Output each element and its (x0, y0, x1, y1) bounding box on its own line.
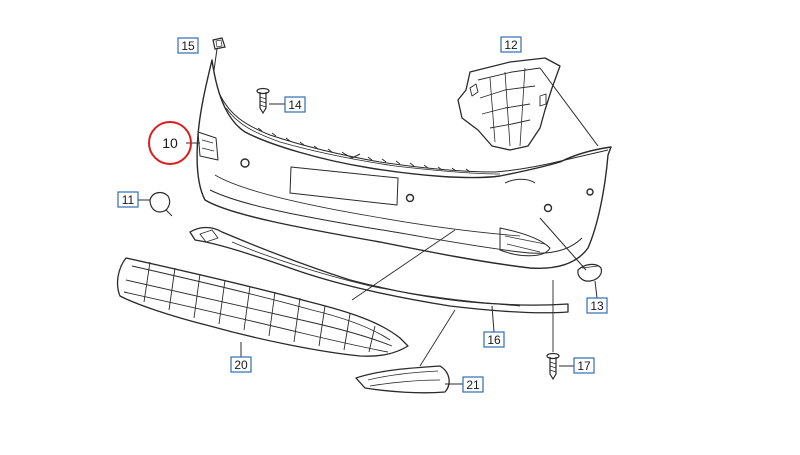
screw-14 (256, 87, 285, 115)
label-13: 13 (590, 299, 604, 313)
label-10: 10 (162, 135, 178, 151)
retainer-15 (212, 37, 226, 71)
fog-trim-21 (355, 309, 463, 394)
label-box-21: 21 (462, 376, 484, 393)
bumper-cover (186, 59, 612, 270)
label-box-14: 14 (284, 96, 306, 113)
label-21: 21 (466, 378, 480, 392)
label-box-16: 16 (483, 331, 505, 348)
label-box-17: 17 (573, 357, 595, 374)
label-14: 14 (288, 98, 302, 112)
label-box-20: 20 (230, 356, 252, 373)
label-box-11: 11 (117, 191, 139, 208)
highlight-circle (148, 121, 192, 165)
tow-cap-11 (135, 191, 173, 217)
label-box-13: 13 (586, 297, 608, 314)
washer-cap-13 (539, 217, 603, 299)
label-20: 20 (234, 358, 248, 372)
label-11: 11 (122, 193, 135, 207)
lower-grille-20 (116, 257, 409, 357)
spoiler-16 (189, 226, 569, 333)
label-16: 16 (487, 333, 501, 347)
label-17: 17 (577, 359, 591, 373)
label-box-15: 15 (177, 37, 199, 54)
label-12: 12 (504, 38, 518, 52)
bumper-bracket-12 (457, 57, 599, 151)
label-15: 15 (181, 39, 195, 53)
label-box-10: 10 (148, 121, 192, 165)
label-box-12: 12 (500, 36, 522, 53)
screw-17 (546, 280, 574, 381)
